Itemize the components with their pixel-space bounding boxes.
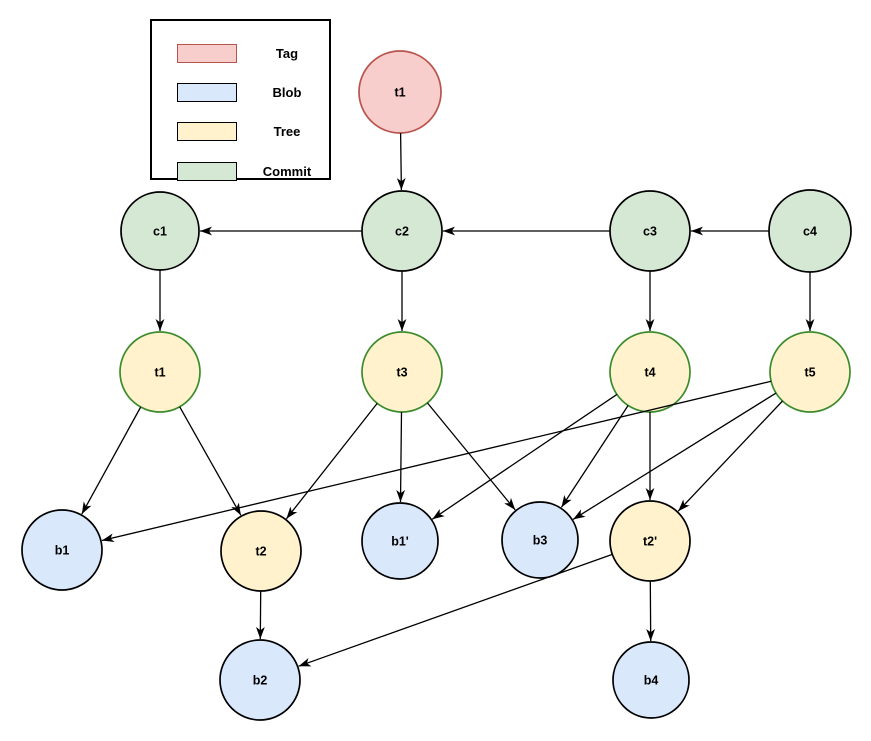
legend-label-tag: Tag <box>275 45 299 61</box>
node-t3: t3 <box>361 331 443 413</box>
edge-t3-to-t2 <box>285 402 378 520</box>
legend-swatch-tree <box>177 121 237 141</box>
tree2-circle-t2 <box>220 510 302 592</box>
node-tag-t1: t1 <box>358 50 442 134</box>
node-label-tag-t1: t1 <box>394 86 405 100</box>
node-c1: c1 <box>120 191 200 271</box>
legend-swatch-blob <box>177 82 237 102</box>
node-label-b1p: b1' <box>391 535 409 549</box>
node-t2p: t2' <box>609 500 691 582</box>
node-t1: t1 <box>119 331 201 413</box>
node-label-t3: t3 <box>396 366 407 380</box>
edge-tag-t1-to-c2 <box>396 132 406 191</box>
blob-circle-b1 <box>21 509 103 591</box>
blob-circle-b3 <box>501 501 579 579</box>
node-c2: c2 <box>361 190 443 272</box>
node-b4: b4 <box>612 641 690 719</box>
node-b1p: b1' <box>361 502 439 580</box>
node-label-t5: t5 <box>804 366 815 380</box>
tree2-circle-t2p <box>609 500 691 582</box>
node-label-t1: t1 <box>154 366 165 380</box>
node-t5: t5 <box>769 331 851 413</box>
legend: Tag Blob Tree Commit <box>150 19 331 181</box>
node-b3: b3 <box>501 501 579 579</box>
edge-t5-to-b1 <box>101 380 772 543</box>
edge-t1-to-t2 <box>179 406 242 516</box>
edge-t4-to-b3 <box>560 405 629 508</box>
node-label-c2: c2 <box>395 225 409 239</box>
legend-label-blob: Blob <box>272 84 302 100</box>
node-label-c3: c3 <box>643 225 657 239</box>
tree-circle-t5 <box>769 331 851 413</box>
blob-circle-b4 <box>612 641 690 719</box>
legend-row-commit: Commit <box>152 161 329 181</box>
legend-row-tree: Tree <box>152 121 329 141</box>
node-t2: t2 <box>220 510 302 592</box>
edge-t2p-to-b2 <box>298 553 613 667</box>
node-label-t2: t2 <box>255 545 266 559</box>
node-b2: b2 <box>219 639 301 721</box>
node-b1: b1 <box>21 509 103 591</box>
legend-row-tag: Tag <box>152 43 329 63</box>
edge-t1-to-b1 <box>81 406 142 515</box>
node-t4: t4 <box>609 331 691 413</box>
tree-circle-t1 <box>119 331 201 413</box>
legend-row-blob: Blob <box>152 82 329 102</box>
node-label-c1: c1 <box>153 225 167 239</box>
node-label-b4: b4 <box>644 674 659 688</box>
edge-t5-to-b3 <box>572 392 777 520</box>
blob-circle-b1p <box>361 502 439 580</box>
edge-t3-to-b1p <box>396 411 406 503</box>
tree-circle-t3 <box>361 331 443 413</box>
node-c3: c3 <box>609 190 691 272</box>
node-label-c4: c4 <box>803 225 817 239</box>
node-label-t4: t4 <box>644 366 655 380</box>
edge-t3-to-b3 <box>426 402 516 511</box>
node-c4: c4 <box>768 189 852 273</box>
node-label-b3: b3 <box>533 534 548 548</box>
blob-circle-b2 <box>219 639 301 721</box>
legend-swatch-tag <box>177 43 237 63</box>
tag-circle-tag-t1 <box>358 50 442 134</box>
legend-label-commit: Commit <box>262 163 312 179</box>
legend-swatch-commit <box>177 161 237 181</box>
node-label-t2p: t2' <box>643 535 657 549</box>
node-label-b1: b1 <box>55 544 70 558</box>
node-label-b2: b2 <box>253 674 268 688</box>
legend-label-tree: Tree <box>273 123 301 139</box>
edge-t4-to-b1p <box>431 393 618 520</box>
edge-t5-to-t2p <box>677 400 783 512</box>
